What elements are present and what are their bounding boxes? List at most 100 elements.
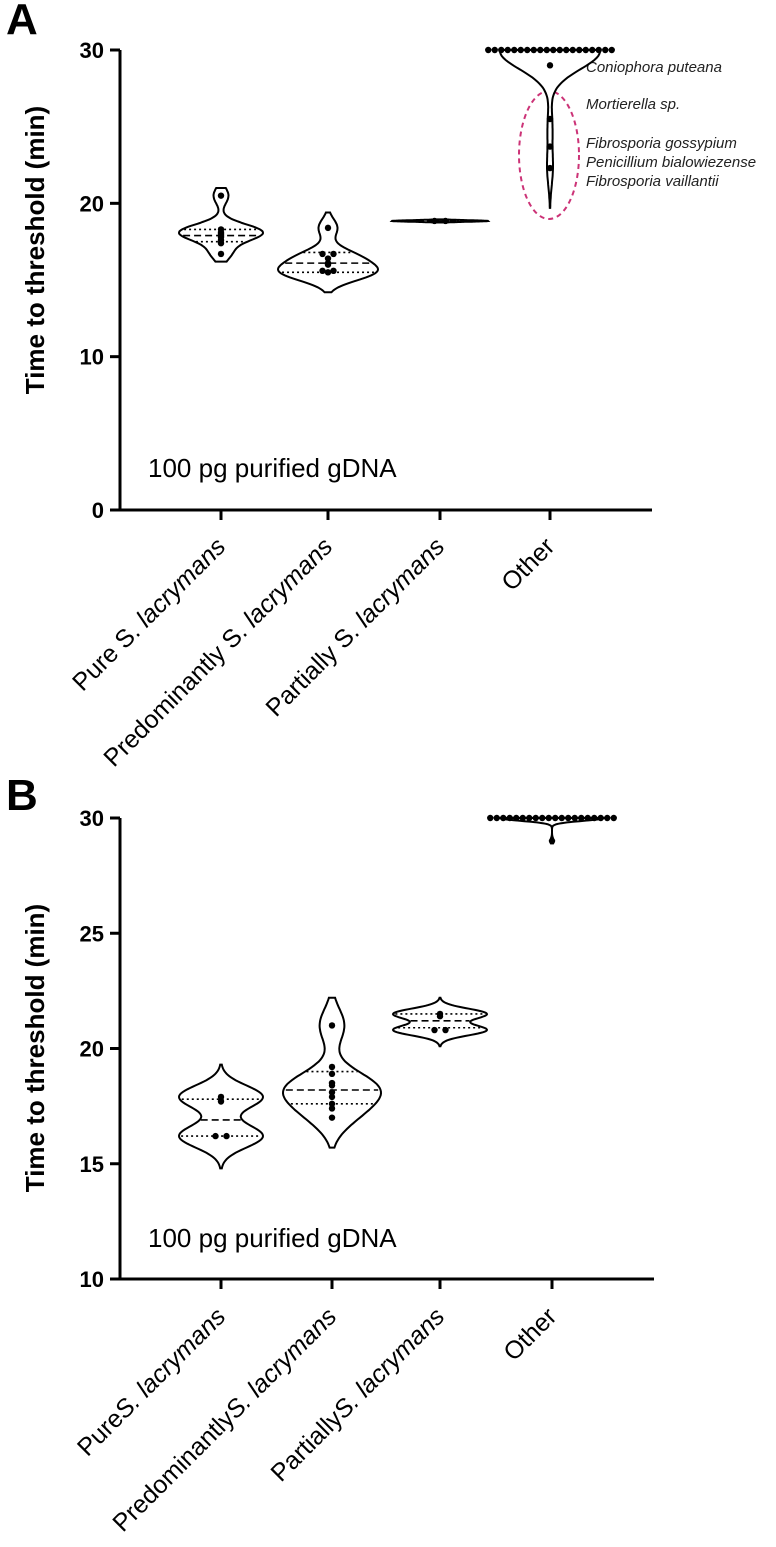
data-point: [217, 240, 225, 247]
data-point: [324, 269, 332, 276]
panel-b: B Time to threshold (min) 100 pg purifie…: [6, 771, 654, 1537]
y-tick-label: 10: [80, 345, 104, 370]
data-point: [217, 192, 225, 199]
data-point: [546, 164, 554, 172]
violin-body: [276, 211, 380, 294]
data-point: [485, 46, 492, 54]
y-tick-label: 30: [80, 38, 104, 63]
data-point: [442, 1026, 449, 1034]
data-point: [330, 267, 337, 274]
data-point: [602, 46, 609, 54]
data-point: [324, 261, 332, 268]
data-point: [546, 143, 554, 150]
data-point: [442, 217, 449, 225]
data-point: [319, 250, 326, 258]
annotation-penicillium-bialowiezense: Penicillium bialowiezense: [586, 154, 756, 171]
y-axis-title-a: Time to threshold (min): [20, 106, 50, 394]
violin-body: [177, 187, 265, 263]
data-point: [595, 46, 602, 54]
data-point: [530, 46, 537, 54]
data-point: [328, 1082, 336, 1089]
data-point: [582, 46, 589, 54]
data-point: [328, 1063, 336, 1071]
data-point: [539, 814, 546, 822]
data-point: [330, 250, 337, 258]
data-point: [610, 814, 617, 822]
data-point: [500, 814, 507, 822]
x-category-label: Other: [498, 1302, 562, 1366]
data-point: [519, 814, 526, 822]
data-point: [328, 1022, 336, 1029]
data-point: [504, 46, 511, 54]
y-tick-label: 15: [80, 1152, 104, 1177]
annotation-fibrosporia-vaillantii: Fibrosporia vaillantii: [586, 173, 719, 190]
data-point: [324, 224, 332, 232]
data-point: [604, 814, 611, 822]
data-point: [571, 814, 578, 822]
x-category-label: PredominantlyS. lacrymans: [107, 1302, 342, 1537]
data-point: [537, 46, 544, 54]
y-axis-title-b: Time to threshold (min): [20, 904, 50, 1192]
y-tick-label: 20: [80, 1037, 104, 1062]
y-tick-label: 10: [80, 1267, 104, 1292]
x-category-label: Other: [496, 532, 560, 596]
sample-note-a: 100 pg purified gDNA: [148, 453, 397, 483]
data-point: [517, 46, 524, 54]
data-point: [328, 1114, 336, 1121]
data-point: [431, 1026, 438, 1034]
data-point: [328, 1089, 336, 1096]
data-point: [319, 267, 326, 274]
violin-body: [499, 49, 601, 209]
data-point: [589, 46, 596, 54]
violin-body: [177, 1063, 265, 1170]
data-point: [506, 814, 513, 822]
data-point: [546, 62, 554, 69]
data-point: [565, 814, 572, 822]
data-point: [431, 217, 438, 225]
data-point: [487, 814, 494, 822]
data-point: [552, 814, 559, 822]
data-point: [556, 46, 563, 54]
data-point: [223, 1132, 230, 1140]
data-point: [563, 46, 570, 54]
x-category-label: Predominantly S. lacrymans: [98, 532, 338, 772]
data-point: [576, 46, 583, 54]
data-point: [491, 46, 498, 54]
data-point: [513, 814, 520, 822]
data-point: [548, 837, 556, 845]
data-point: [493, 814, 500, 822]
annotation-coniophora-puteana: Coniophora puteana: [586, 59, 722, 76]
annotation-fibrosporia-gossypium: Fibrosporia gossypium: [586, 135, 737, 152]
data-point: [524, 46, 531, 54]
data-point: [558, 814, 565, 822]
data-point: [526, 814, 533, 822]
panel-a: A Time to threshold (min) 100 pg purifie…: [6, 0, 756, 772]
violin-body: [391, 996, 489, 1048]
data-point: [550, 46, 557, 54]
data-point: [328, 1105, 336, 1112]
data-point: [608, 46, 615, 54]
y-tick-label: 20: [80, 191, 104, 216]
data-point: [217, 250, 225, 258]
sample-note-b: 100 pg purified gDNA: [148, 1223, 397, 1253]
data-point: [324, 255, 332, 262]
data-point: [545, 814, 552, 822]
y-tick-label: 30: [80, 806, 104, 831]
data-point: [212, 1132, 219, 1140]
species-annotations: Coniophora puteana Mortierella sp. Fibro…: [586, 59, 756, 190]
data-point: [532, 814, 539, 822]
y-tick-label: 0: [92, 498, 104, 523]
data-point: [543, 46, 550, 54]
data-point: [498, 46, 505, 54]
data-point: [217, 1093, 225, 1101]
data-point: [546, 115, 554, 123]
data-point: [217, 1098, 225, 1105]
data-point: [584, 814, 591, 822]
data-point: [597, 814, 604, 822]
data-point: [569, 46, 576, 54]
data-point: [328, 1093, 336, 1101]
panel-letter-b: B: [6, 771, 38, 820]
data-point: [328, 1070, 336, 1078]
annotation-mortierella: Mortierella sp.: [586, 96, 680, 113]
